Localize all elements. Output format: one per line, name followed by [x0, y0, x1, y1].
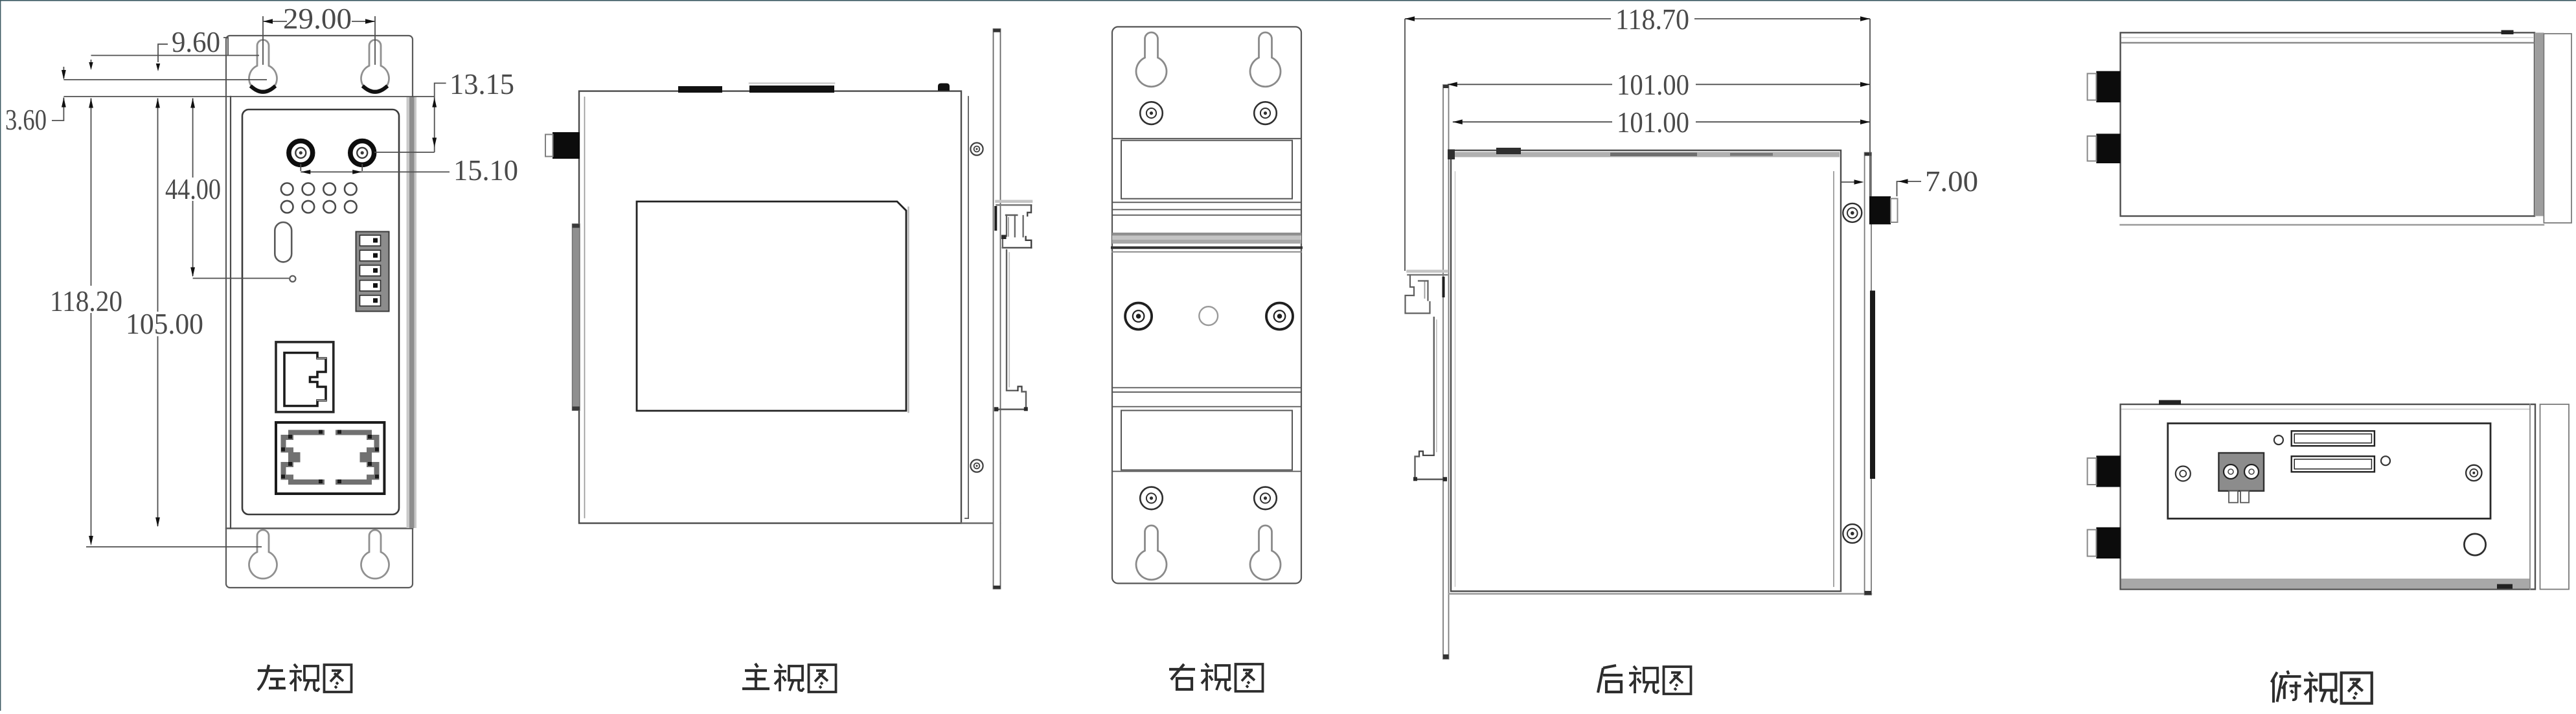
svg-text:101.00: 101.00	[1617, 106, 1689, 139]
svg-text:44.00: 44.00	[165, 173, 221, 205]
svg-text:9.60: 9.60	[172, 26, 220, 58]
svg-text:13.15: 13.15	[450, 68, 514, 100]
svg-text:7.00: 7.00	[1925, 165, 1978, 198]
svg-text:15.10: 15.10	[453, 154, 518, 187]
svg-text:3.60: 3.60	[5, 104, 47, 136]
svg-text:105.00: 105.00	[126, 308, 203, 340]
svg-text:29.00: 29.00	[283, 3, 352, 35]
svg-text:118.20: 118.20	[50, 285, 122, 317]
svg-text:101.00: 101.00	[1617, 69, 1689, 101]
svg-text:118.70: 118.70	[1615, 3, 1689, 36]
